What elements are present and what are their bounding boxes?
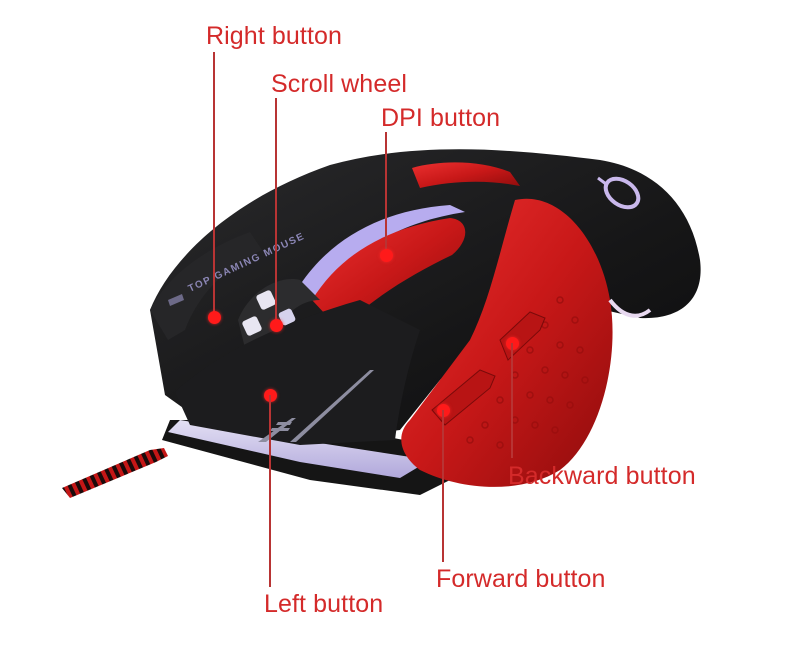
label-dpi-button: DPI button (381, 104, 501, 132)
leader-line-right-button (213, 52, 215, 317)
leader-line-left-button (269, 395, 271, 587)
label-forward-button: Forward button (436, 565, 606, 593)
callout-dot-scroll-wheel (270, 319, 283, 332)
label-right-button: Right button (206, 22, 343, 50)
braided-cable (62, 448, 168, 498)
left-button-logo (258, 370, 374, 442)
label-backward-button: Backward button (508, 462, 696, 490)
leader-line-scroll-wheel (275, 98, 277, 325)
leader-line-dpi-button (385, 132, 387, 255)
grip-texture (466, 296, 589, 449)
callout-dot-dpi-button (380, 249, 393, 262)
brand-emblem (597, 176, 641, 210)
label-left-button: Left button (264, 590, 384, 618)
callout-dot-right-button (208, 311, 221, 324)
leader-line-backward-button (511, 343, 513, 458)
label-scroll-wheel: Scroll wheel (271, 70, 407, 98)
leader-line-forward-button (442, 410, 444, 562)
left-button-shape (175, 300, 420, 445)
dpi-button-shape (312, 218, 466, 330)
